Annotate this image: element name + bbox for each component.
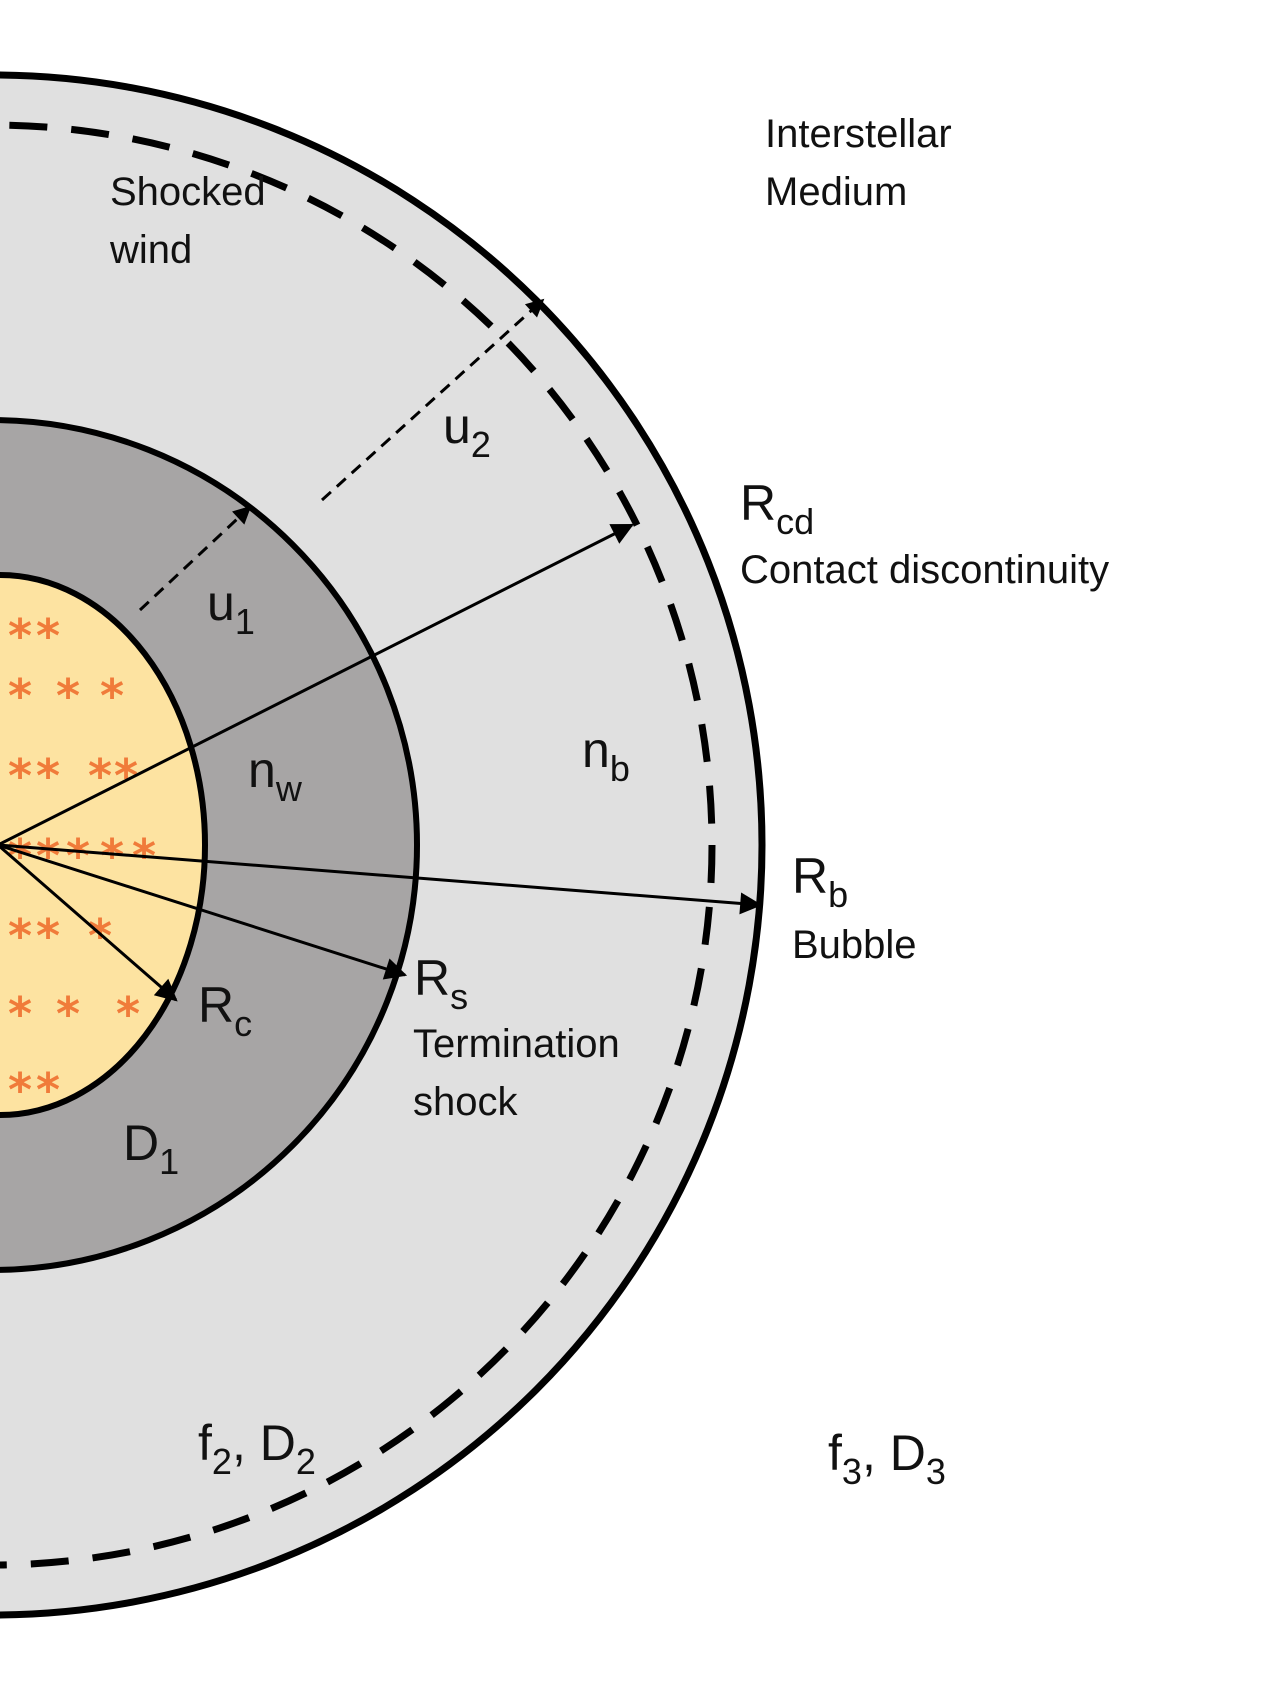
asterisk-star-icon: * xyxy=(8,987,32,1041)
rb-label: Rb xyxy=(792,848,848,915)
rc-radius-arrow xyxy=(0,844,178,1002)
asterisk-star-icon: * xyxy=(8,1063,32,1117)
rs-radius-arrow xyxy=(0,844,408,980)
rcd-description: Contact discontinuity xyxy=(740,548,1109,592)
ism-label-line1: Interstellar xyxy=(765,112,952,156)
asterisk-star-icon: * xyxy=(8,609,32,663)
rc-label: Rc xyxy=(198,977,252,1044)
u2-velocity-arrow xyxy=(320,298,545,502)
nw-label: nw xyxy=(248,742,303,809)
d1-label: D1 xyxy=(123,1115,179,1182)
asterisk-star-icon: * xyxy=(100,669,124,723)
ism-label-line2: Medium xyxy=(765,170,907,214)
u2-label: u2 xyxy=(443,398,491,465)
asterisk-star-icon: * xyxy=(56,669,80,723)
rs-description-line2: shock xyxy=(413,1080,518,1124)
asterisk-star-icon: * xyxy=(8,749,32,803)
asterisk-star-icon: * xyxy=(36,1063,60,1117)
rs-label: Rs xyxy=(414,950,468,1017)
asterisk-star-icon: * xyxy=(36,829,60,883)
rcd-label: Rcd xyxy=(740,475,814,542)
asterisk-star-icon: * xyxy=(66,829,90,883)
asterisk-star-icon: * xyxy=(56,987,80,1041)
u1-label: u1 xyxy=(207,575,255,642)
rcd-radius-arrow xyxy=(0,523,634,846)
asterisk-star-icon: * xyxy=(116,987,140,1041)
contact-discontinuity-boundary xyxy=(0,121,716,1569)
asterisk-star-icon: * xyxy=(36,909,60,963)
asterisk-star-icon: * xyxy=(8,669,32,723)
f2-d2-label: f2, D2 xyxy=(198,1415,316,1482)
asterisk-star-icon: * xyxy=(88,909,112,963)
u1-velocity-arrow xyxy=(138,505,252,612)
asterisk-star-icon: * xyxy=(36,749,60,803)
rb-description: Bubble xyxy=(792,923,917,967)
rb-radius-arrow xyxy=(0,843,763,915)
nb-label: nb xyxy=(582,722,630,789)
rs-description-line1: Termination xyxy=(413,1022,620,1066)
asterisk-star-icon: * xyxy=(8,909,32,963)
asterisk-star-icon: * xyxy=(36,609,60,663)
shocked-wind-label-line1: Shocked xyxy=(110,170,266,214)
f3-d3-label: f3, D3 xyxy=(828,1425,946,1492)
shocked-wind-label-line2: wind xyxy=(109,228,192,272)
